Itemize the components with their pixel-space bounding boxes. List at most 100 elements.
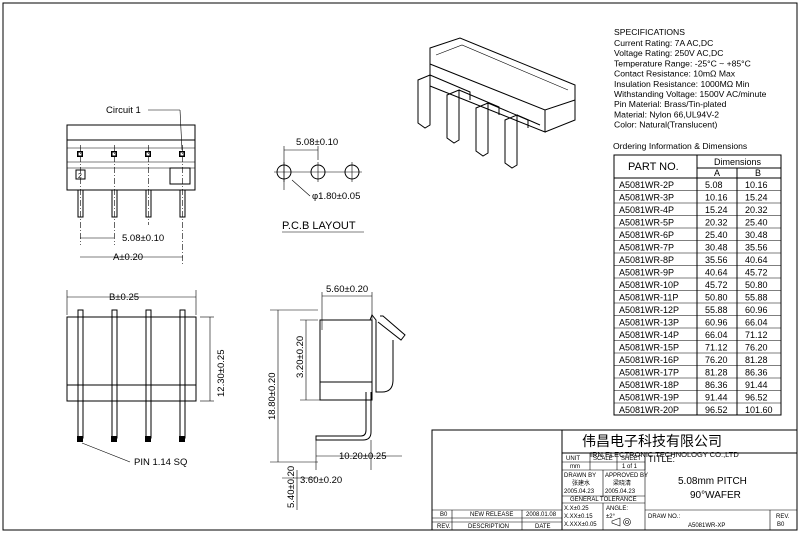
b-dim: B±0.25: [109, 292, 139, 303]
col-b-header: B: [755, 168, 761, 178]
spec-title: SPECIFICATIONS: [614, 27, 685, 37]
part-no-cell: A5081WR-20P: [619, 405, 679, 415]
dim-a-cell: 50.80: [705, 293, 728, 303]
dim-b-cell: 30.48: [745, 230, 768, 240]
rev-header: REV.: [437, 524, 451, 530]
drawn-by-label: DRAWN BY: [564, 473, 596, 479]
circuit-number: 2: [78, 173, 82, 180]
spec-line: Pin Material: Brass/Tin-plated: [614, 99, 727, 109]
part-no-cell: A5081WR-13P: [619, 318, 679, 328]
part-no-cell: A5081WR-3P: [619, 193, 674, 203]
ordering-title: Ordering Information & Dimensions: [613, 141, 747, 151]
part-no-cell: A5081WR-11P: [619, 293, 678, 303]
dim-b-cell: 96.52: [745, 393, 768, 403]
dim-a-cell: 20.32: [705, 218, 728, 228]
title-block: 伟昌电子科技有限公司 IRN ELECTRONIC TECHNOLOGY CO.…: [431, 429, 798, 531]
dim-b-cell: 55.88: [745, 293, 768, 303]
dim-a-cell: 71.12: [705, 343, 728, 353]
part-no-cell: A5081WR-5P: [619, 218, 674, 228]
specifications: SPECIFICATIONS Current Rating: 7A AC,DCV…: [614, 27, 767, 130]
dim-b-cell: 10.16: [745, 180, 768, 190]
rev-1: B0: [440, 512, 448, 518]
dim-a-cell: 25.40: [705, 230, 728, 240]
dim-5-60: 5.60±0.20: [326, 284, 368, 295]
drawn-date: 2005.04.23: [564, 489, 595, 495]
dim-a-cell: 76.20: [705, 355, 728, 365]
dim-5-40: 5.40±0.20: [286, 466, 297, 508]
dim-3-20: 3.20±0.20: [295, 336, 306, 378]
tolerance-1: X.X±0.25: [564, 506, 589, 512]
dim-3-60: 3.60±0.20: [300, 475, 342, 486]
part-no-cell: A5081WR-2P: [619, 180, 674, 190]
dimensions-header: Dimensions: [714, 157, 762, 167]
part-no-cell: A5081WR-15P: [619, 343, 679, 353]
title-line1: 5.08mm PITCH: [678, 476, 747, 487]
date-header: DATE: [535, 524, 551, 530]
bottom-view: B±0.25 12.30±0.25 PIN 1.14 SQ: [66, 290, 227, 468]
side-view: 5.60±0.20 3.20±0.20 18.80±0.20 10.20±0.2…: [267, 284, 406, 510]
part-no-cell: A5081WR-14P: [619, 330, 679, 340]
approved-by-name: 梁晓清: [613, 479, 631, 487]
description-header: DESCRIPTION: [468, 524, 509, 530]
drawing-no-label: DRAW NO.:: [648, 514, 680, 520]
sheet-label: SHEET: [621, 456, 641, 462]
dim-b-cell: 60.96: [745, 305, 768, 315]
part-no-cell: A5081WR-7P: [619, 243, 674, 253]
dim-a-cell: 40.64: [705, 268, 728, 278]
dim-a-cell: 86.36: [705, 380, 728, 390]
dim-a-cell: 60.96: [705, 318, 728, 328]
part-no-cell: A5081WR-9P: [619, 268, 674, 278]
dim-18-80: 18.80±0.20: [267, 373, 278, 420]
spec-line: Insulation Resistance: 1000MΩ Min: [614, 79, 750, 89]
dim-a-cell: 45.72: [705, 280, 728, 290]
dim-a-cell: 66.04: [705, 330, 728, 340]
company-name-cn: 伟昌电子科技有限公司: [582, 433, 722, 449]
col-a-header: A: [714, 168, 720, 178]
sheet-value: 1 of 1: [622, 464, 638, 470]
approved-by-label: APPROVED BY: [605, 473, 648, 479]
general-tolerance-label: GENERAL TOLERANCE: [570, 497, 637, 503]
dim-b-cell: 15.24: [745, 193, 768, 203]
dim-b-cell: 101.60: [745, 405, 773, 415]
tolerance-2: X.XX±0.15: [564, 514, 593, 520]
part-no-header: PART NO.: [628, 161, 679, 173]
approved-date: 2005.04.23: [605, 489, 636, 495]
dim-b-cell: 81.28: [745, 355, 768, 365]
dim-10-20: 10.20±0.25: [339, 451, 386, 462]
pcb-layout-title: P.C.B LAYOUT: [282, 220, 356, 232]
title-label: TITLE:: [648, 454, 675, 464]
spec-line: Temperature Range: -25°C ~ +85°C: [614, 58, 751, 68]
dim-b-cell: 50.80: [745, 280, 768, 290]
dim-b-cell: 86.36: [745, 368, 768, 378]
dim-b-cell: 71.12: [745, 330, 768, 340]
dim-a-cell: 96.52: [705, 405, 728, 415]
part-no-cell: A5081WR-16P: [619, 355, 679, 365]
pcb-layout: 5.08±0.10 φ1.80±0.05 P.C.B LAYOUT: [274, 137, 364, 233]
drawing-no: A5081WR-XP: [688, 523, 725, 529]
dim-b-cell: 35.56: [745, 243, 768, 253]
dim-b-cell: 40.64: [745, 255, 768, 265]
spec-line: Voltage Rating: 250V AC,DC: [614, 48, 723, 58]
spec-line: Withstanding Voltage: 1500V AC/minute: [614, 89, 767, 99]
rev-label: REV.: [776, 514, 790, 520]
front-view: Circuit 1 2 5.08±0.10 A±0.: [66, 105, 196, 265]
part-no-cell: A5081WR-4P: [619, 205, 674, 215]
part-no-cell: A5081WR-8P: [619, 255, 674, 265]
spec-line: Material: Nylon 66,UL94V-2: [614, 109, 719, 119]
title-line2: 90°WAFER: [690, 490, 741, 501]
dim-b-cell: 66.04: [745, 318, 768, 328]
rev-value: B0: [777, 522, 785, 528]
unit-value: mm: [570, 464, 580, 470]
part-no-cell: A5081WR-17P: [619, 368, 679, 378]
front-a-dim: A±0.20: [113, 252, 143, 263]
dim-a-cell: 15.24: [705, 205, 728, 215]
dim-a-cell: 5.08: [705, 180, 723, 190]
dim-a-cell: 81.28: [705, 368, 728, 378]
angle-label: ANGLE:: [606, 506, 628, 512]
spec-line: Contact Resistance: 10mΩ Max: [614, 69, 736, 79]
tolerance-3: X.XXX±0.05: [564, 522, 597, 528]
dim-b-cell: 20.32: [745, 205, 768, 215]
pcb-pitch-dim: 5.08±0.10: [296, 137, 338, 148]
